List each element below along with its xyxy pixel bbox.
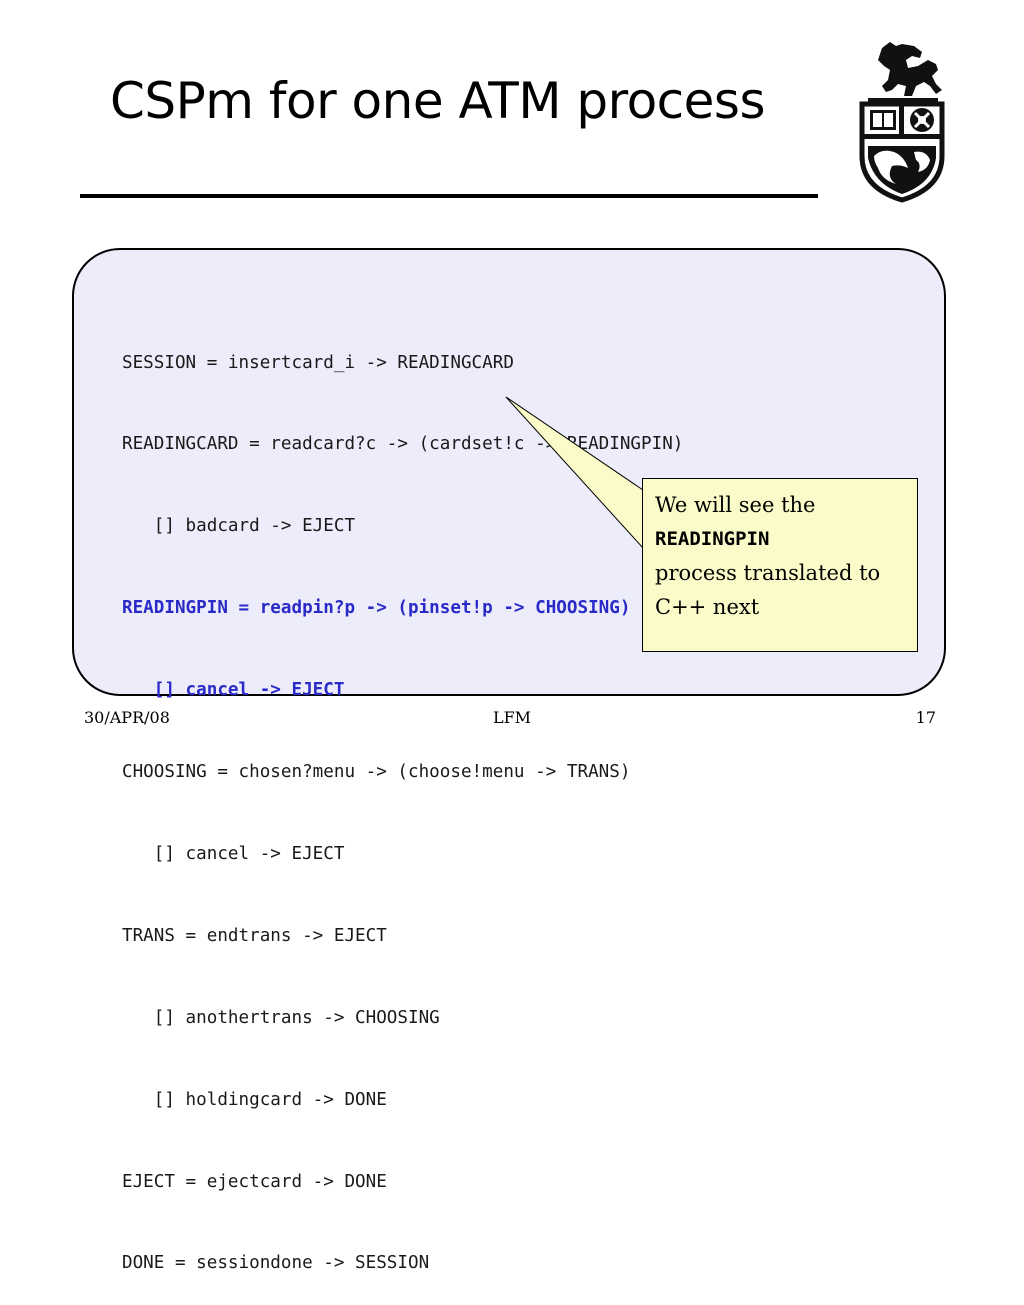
code-line: [] anothertrans -> CHOOSING (122, 1007, 440, 1028)
book-icon (870, 110, 896, 130)
callout-line-3: process translated to (655, 561, 881, 585)
code-line: CHOOSING = chosen?menu -> (choose!menu -… (122, 762, 631, 783)
code-line: [] cancel -> EJECT (122, 843, 345, 864)
title-underline (80, 194, 818, 198)
code-line: [] holdingcard -> DONE (122, 1089, 387, 1110)
code-line-highlighted: READINGPIN = readpin?p -> (pinset!p -> C… (122, 598, 631, 619)
footer-author: LFM (492, 708, 532, 727)
university-crest-logo (859, 42, 945, 203)
code-line: READINGCARD = readcard?c -> (cardset!c -… (122, 434, 684, 455)
callout-note: We will see the READINGPIN process trans… (642, 478, 918, 652)
slide-title: CSPm for one ATM process (110, 72, 766, 130)
horse-icon (878, 42, 942, 96)
footer-page-number: 17 (915, 708, 936, 727)
wheel-icon (910, 108, 934, 132)
callout-keyword: READINGPIN (655, 528, 770, 550)
code-line: SESSION = insertcard_i -> READINGCARD (122, 352, 514, 373)
code-line: DONE = sessiondone -> SESSION (122, 1253, 430, 1274)
footer-date: 30/APR/08 (84, 708, 170, 727)
code-line: EJECT = ejectcard -> DONE (122, 1171, 387, 1192)
code-line: [] badcard -> EJECT (122, 516, 356, 537)
callout-line-4: C++ next (655, 595, 760, 619)
callout-line-1: We will see the (655, 493, 816, 517)
code-line-highlighted: [] cancel -> EJECT (122, 680, 345, 701)
cspm-code-block: SESSION = insertcard_i -> READINGCARD RE… (122, 295, 683, 1305)
code-line: TRANS = endtrans -> EJECT (122, 925, 387, 946)
